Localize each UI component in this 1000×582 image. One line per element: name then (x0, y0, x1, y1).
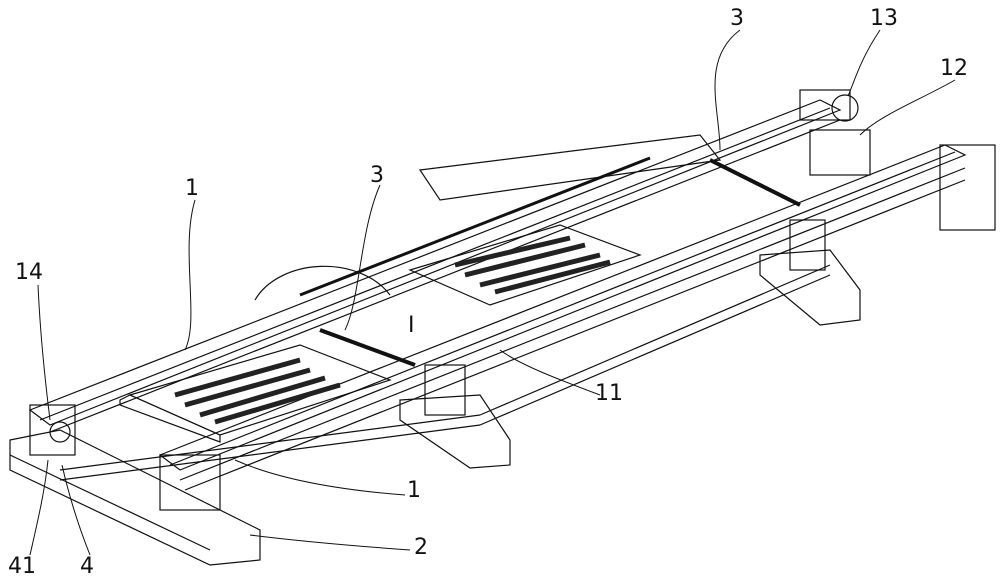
leader-lines (29, 29, 956, 556)
label-slider: 11 (595, 381, 623, 406)
label-motor-pulley: 13 (870, 6, 898, 31)
label-bearing: 41 (8, 554, 36, 579)
rail-front (158, 144, 967, 491)
label-screw-left: 3 (370, 163, 384, 188)
base-frame (9, 249, 861, 566)
lead-screws (319, 158, 801, 367)
label-motor: 12 (940, 56, 968, 81)
label-detail: I (408, 313, 415, 338)
carrier-plates (119, 224, 642, 443)
label-base: 2 (414, 535, 428, 560)
label-seat: 4 (80, 554, 94, 579)
label-rail-upper: 1 (185, 176, 199, 201)
label-rail-lower: 1 (407, 478, 421, 503)
end-blocks (29, 89, 996, 511)
label-screw-right: 3 (730, 6, 744, 31)
label-end-block: 14 (15, 260, 43, 285)
detail-circle (254, 265, 391, 301)
